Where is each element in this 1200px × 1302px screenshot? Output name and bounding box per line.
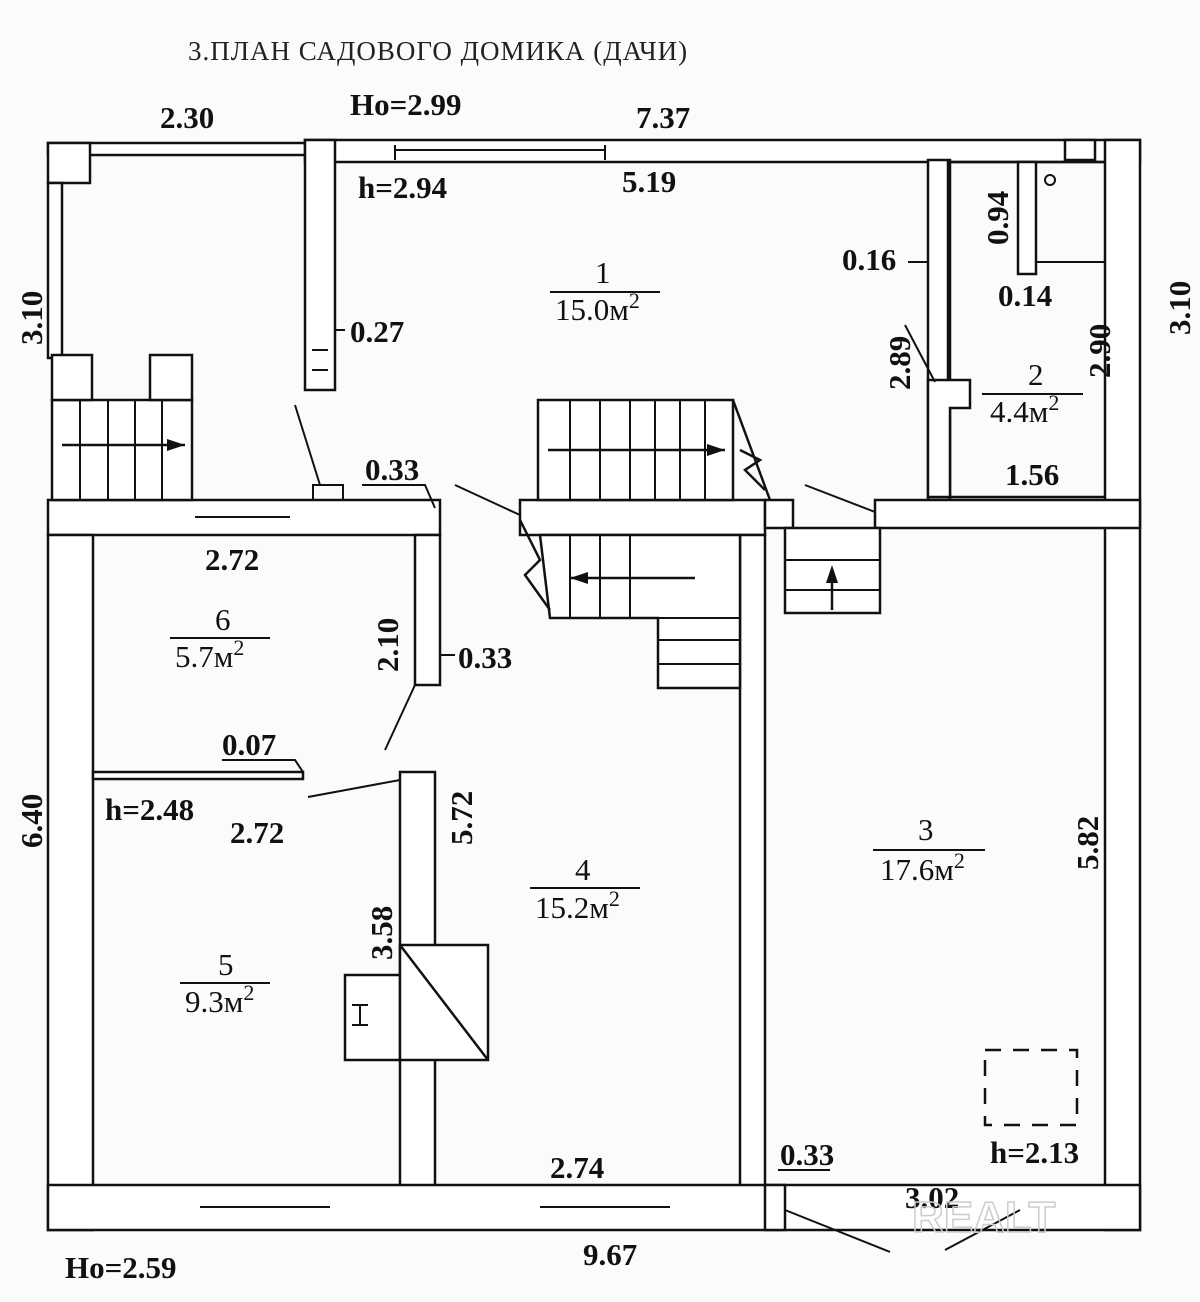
arrow-icon: [167, 439, 185, 451]
svg-text:5.7м2: 5.7м2: [175, 635, 244, 674]
wall-4-top: [518, 498, 767, 537]
svg-text:3: 3: [918, 812, 934, 847]
dim-top: 7.37: [636, 100, 690, 135]
walls: [46, 138, 1142, 1232]
svg-text:1: 1: [595, 255, 611, 290]
svg-text:2: 2: [1028, 357, 1044, 392]
svg-text:6: 6: [215, 602, 231, 637]
door-jamb: [763, 1183, 787, 1232]
room-1: 115.0м2: [550, 255, 660, 327]
arrow-icon: [570, 572, 588, 584]
stove-box: [343, 973, 402, 1062]
dim-h1: h=2.94: [358, 170, 447, 205]
bath-door-jamb: [926, 378, 972, 499]
dim-h3: h=2.13: [990, 1135, 1079, 1170]
toilet-icon: [1044, 174, 1056, 186]
svg-text:5: 5: [218, 947, 234, 982]
dim-007: 0.07: [222, 727, 276, 762]
svg-text:4: 4: [575, 852, 591, 887]
partition-027: [303, 138, 337, 392]
svg-text:9.3м2: 9.3м2: [185, 980, 254, 1019]
wall-3-top: [873, 498, 1142, 530]
dim-033-mid: 0.33: [458, 640, 512, 675]
room-4: 415.2м2: [530, 852, 640, 925]
plan-title: 3.ПЛАН САДОВОГО ДОМИКА (ДАЧИ): [188, 36, 688, 66]
dim-027: 0.27: [350, 314, 404, 349]
svg-text:15.0м2: 15.0м2: [555, 288, 640, 327]
stair-lower: [538, 533, 742, 690]
dim-left-upper: 3.10: [14, 291, 49, 345]
dim-210: 2.10: [370, 618, 405, 672]
dim-room3-width: 3.02: [905, 1180, 959, 1215]
terrace-post: [46, 181, 64, 360]
dim-h5: h=2.48: [105, 792, 194, 827]
svg-text:15.2м2: 15.2м2: [535, 886, 620, 925]
room-6: 65.7м2: [170, 602, 270, 674]
arrow-icon: [826, 565, 838, 583]
dim-033-top: 0.33: [365, 452, 419, 487]
stair-break: [731, 399, 772, 501]
svg-text:17.6м2: 17.6м2: [880, 848, 965, 887]
left-wall: [46, 533, 95, 1232]
dim-016: 0.16: [842, 242, 896, 277]
stairs: [50, 353, 882, 690]
room-5: 59.3м2: [180, 947, 270, 1019]
room-3: 317.6м2: [873, 812, 985, 887]
room-2: 24.4м2: [982, 357, 1083, 429]
stove-door-icon: [352, 1004, 368, 1026]
dim-582: 5.82: [1070, 816, 1105, 870]
partition-007: [91, 770, 305, 781]
dim-358: 3.58: [364, 906, 399, 960]
dim-ho-top: Ho=2.99: [350, 87, 462, 122]
dim-094: 0.94: [980, 191, 1015, 245]
watermark-logo: REALT: [912, 1193, 1056, 1242]
right-wall: [1103, 138, 1142, 1232]
vent: [1063, 138, 1097, 162]
dim-room6-width: 2.72: [205, 542, 259, 577]
dim-bottom: 9.67: [583, 1237, 637, 1272]
dim-left-lower: 6.40: [14, 794, 49, 848]
dim-156: 1.56: [1005, 457, 1059, 492]
dim-290: 2.90: [1082, 324, 1117, 378]
leaders: [222, 261, 1079, 1253]
wall-6-right: [413, 533, 442, 687]
room-labels: 115.0м2 24.4м2 317.6м2 415.2м2 59.3м2 65…: [170, 255, 1083, 1019]
dim-room4-width: 2.74: [550, 1150, 604, 1185]
wall-4-3: [738, 533, 767, 1197]
dim-572: 5.72: [444, 791, 479, 845]
dim-014: 0.14: [998, 278, 1052, 313]
stair-terrace: [50, 398, 194, 502]
dim-033-bottom: 0.33: [780, 1137, 834, 1172]
dim-289: 2.89: [882, 336, 917, 390]
stair-break: [518, 519, 552, 611]
column: [763, 498, 795, 530]
arrow-icon: [707, 444, 725, 456]
wc-partition: [1016, 160, 1038, 276]
corner-column: [46, 141, 92, 185]
hatch-opening: [983, 1048, 1079, 1127]
dimension-labels: 2.30 Ho=2.99 7.37 h=2.94 5.19 3.10 3.10 …: [14, 87, 1197, 1285]
dim-right-upper: 3.10: [1162, 281, 1197, 335]
dim-room5-width: 2.72: [230, 815, 284, 850]
dim-room1-width: 5.19: [622, 164, 676, 199]
dim-top-left: 2.30: [160, 100, 214, 135]
dim-ho-bottom: Ho=2.59: [65, 1250, 177, 1285]
svg-text:4.4м2: 4.4м2: [990, 390, 1059, 429]
